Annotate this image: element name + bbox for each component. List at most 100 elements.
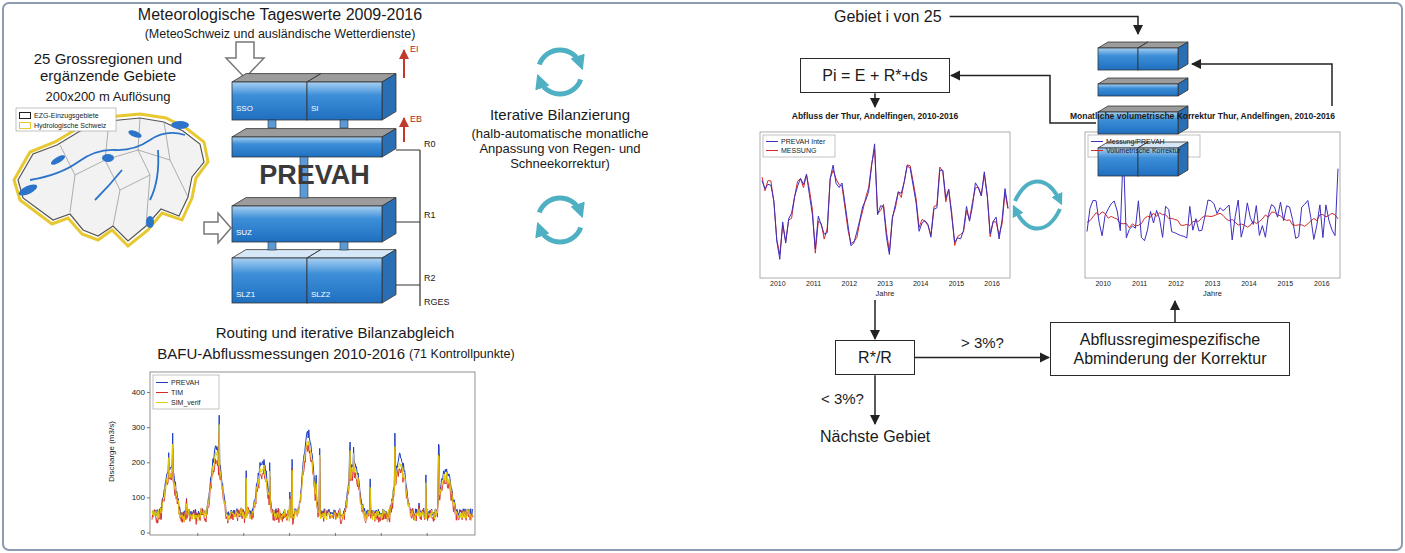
loop-connector: [1015, 182, 1060, 202]
axis-tick: 2014: [906, 280, 936, 288]
tick: [381, 533, 382, 536]
data-series: [762, 144, 1008, 259]
tick: [427, 533, 428, 536]
layer-side: [382, 250, 396, 303]
layer-side: [1178, 42, 1188, 70]
legend-line-sample: [1091, 141, 1103, 142]
iteration-arrow: [539, 198, 580, 213]
layer-side: [382, 129, 396, 157]
axis-tick: 2016: [1307, 280, 1337, 288]
runoff-label: R2: [424, 273, 450, 283]
storage-label: SSO: [236, 104, 272, 113]
tick: [147, 427, 150, 428]
runoff-label: R0: [424, 139, 450, 149]
region-borders: [60, 118, 188, 226]
correction-chart: Monatliche volumetrische Korrektur Thur,…: [1060, 108, 1345, 300]
chart-legend-box: [763, 135, 835, 157]
axis-tick: 2015: [1270, 280, 1300, 288]
legend-swatch: [19, 112, 31, 119]
chart-frame: [760, 132, 1010, 278]
legend-text: TIM: [171, 388, 183, 397]
legend-entry: MESSUNG: [766, 146, 816, 155]
chart-legend-box: [153, 375, 219, 409]
legend-swatch: [19, 122, 31, 129]
storage-label: SLZ2: [311, 290, 347, 299]
legend-text: PREVAH Inter: [781, 137, 825, 146]
flow-arrow: [915, 357, 1049, 359]
data-series: [152, 425, 473, 522]
storage-label: SUZ: [236, 228, 272, 237]
node-text: Pi = E + R*+ds: [813, 66, 937, 85]
source-label: Gebiet i von 25: [830, 5, 946, 28]
node-text: Gebiet i von 25: [834, 7, 942, 26]
hydro-outline: [14, 114, 208, 246]
layer-front: [1098, 84, 1178, 96]
tick: [335, 533, 336, 536]
layer-front: [232, 206, 382, 242]
node-text: Abflussregimespezifische Abminderung der…: [1063, 330, 1277, 368]
axis-tick: 2013: [870, 280, 900, 288]
chart-frame: [1085, 132, 1340, 278]
chart-frame: [150, 372, 475, 535]
step-note: (71 Kontrollpunkte): [409, 347, 549, 361]
legend-entry: PREVAH Inter: [766, 137, 825, 146]
tick: [289, 533, 290, 536]
iteration-arrow: [539, 50, 580, 65]
legend-entry: Volumetrische Korrektur: [1091, 146, 1181, 155]
axis-title: Jahre: [855, 290, 915, 299]
iteration-arrow: [539, 228, 580, 243]
layer-top: [1098, 78, 1188, 84]
layer-front: [1098, 48, 1138, 70]
plot-lines: [147, 144, 1338, 536]
axis-tick: 0: [118, 528, 145, 537]
map-title: 25 Grossregionen und ergänzende Gebiete: [18, 50, 198, 85]
layer-front: [307, 258, 382, 303]
frame: [3, 3, 1402, 550]
legend-text: Messung/PREVAH: [1106, 137, 1165, 146]
layer-top: [307, 74, 396, 82]
rivers: [30, 133, 185, 200]
lake: [50, 153, 67, 166]
discharge-chart: Abfluss der Thur, Andelfingen, 2010-2016: [735, 108, 1015, 300]
axis-tick: 400: [118, 388, 145, 397]
layer-side: [382, 198, 396, 242]
tick: [147, 392, 150, 393]
axis-tick: 2012: [1161, 280, 1191, 288]
axis-tick: 2010: [763, 280, 793, 288]
flux-label: EI: [410, 44, 436, 54]
axis-tick: 2015: [941, 280, 971, 288]
model-name: PREVAH: [232, 160, 397, 191]
heading: Meteorologische Tageswerte 2009-2016: [110, 6, 450, 24]
evaporation-arrow: [403, 50, 405, 78]
lake: [171, 121, 189, 129]
map-legend-box: [16, 108, 116, 131]
balance-box: Pi = E + R*+ds: [800, 58, 950, 93]
axis-title: Jahre: [1183, 290, 1243, 299]
layer-side: [382, 74, 396, 120]
step-title: Routing und iterative Bilanzabgleich: [185, 324, 485, 341]
axis-tick: 2011: [799, 280, 829, 288]
runoff-lines: [396, 150, 420, 306]
legend-text: Volumetrische Korrektur: [1106, 146, 1181, 155]
step-note: (halb-automatische monatliche Anpassung …: [450, 127, 670, 172]
node-text: Nächste Gebiet: [820, 427, 930, 446]
layer-front: [232, 137, 382, 157]
layer-front: [232, 82, 307, 120]
edge-label: < 3%?: [818, 390, 867, 407]
legend-entry: TIM: [156, 388, 183, 397]
node-text: Abfluss der Thur, Andelfingen, 2010-2016: [741, 111, 1009, 121]
axis-title: Discharge (m3/s): [107, 407, 116, 497]
flow-arrow: [874, 93, 876, 107]
loop-lines: [950, 17, 1332, 123]
tick: [147, 497, 150, 498]
iteration-arrow: [539, 80, 580, 95]
legend-text: PREVAH: [171, 378, 199, 387]
data-series: [152, 433, 473, 524]
model-stacks: [232, 42, 1188, 303]
layer-side: [1178, 78, 1188, 96]
reduction-box: Abflussregimespezifische Abminderung der…: [1050, 322, 1290, 376]
layer-front: [307, 82, 382, 120]
legend-entry: Hydrologische Schweiz: [19, 121, 106, 130]
legend-line-sample: [766, 150, 778, 151]
